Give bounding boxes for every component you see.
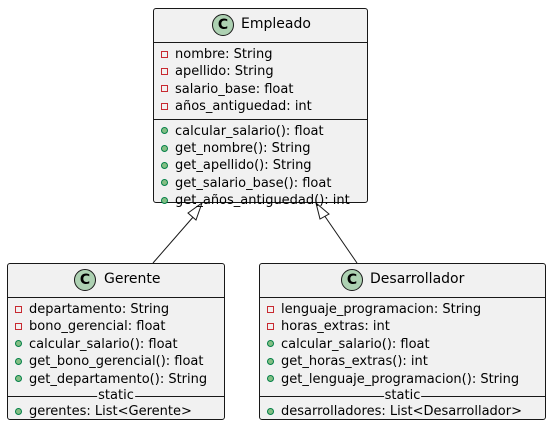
member-row: desarrolladores: List<Desarrollador> <box>266 403 545 420</box>
class-name: Desarrollador <box>370 271 465 287</box>
public-visibility-icon <box>266 407 279 417</box>
member-text: bono_gerencial: float <box>29 319 166 335</box>
member-row: get_nombre(): String <box>160 140 367 157</box>
private-visibility-icon <box>266 322 279 332</box>
static-members-section: desarrolladores: List<Desarrollador> <box>260 403 545 423</box>
member-row: salario_base: float <box>160 81 367 98</box>
member-text: nombre: String <box>175 47 273 62</box>
member-row: apellido: String <box>160 63 367 80</box>
class-c-icon: C <box>74 269 96 291</box>
private-visibility-icon <box>160 67 173 77</box>
member-text: años_antiguedad: int <box>175 99 312 115</box>
member-row: get_bono_gerencial(): float <box>14 353 224 370</box>
class-name: Empleado <box>241 16 311 32</box>
class-header: C Desarrollador <box>260 264 545 297</box>
public-visibility-icon <box>14 374 27 384</box>
private-visibility-icon <box>160 50 173 60</box>
public-visibility-icon <box>14 407 27 417</box>
member-row: calcular_salario(): float <box>160 123 367 140</box>
members-section: lenguaje_programacion: String horas_extra… <box>260 297 545 388</box>
member-text: lenguaje_programacion: String <box>281 302 482 317</box>
class-header: C Gerente <box>8 264 224 297</box>
member-text: calcular_salario(): float <box>281 336 430 352</box>
member-row: nombre: String <box>160 46 367 63</box>
member-row: gerentes: List<Gerente> <box>14 403 224 420</box>
public-visibility-icon <box>266 374 279 384</box>
member-text: desarrolladores: List<Desarrollador> <box>281 403 522 419</box>
member-text: gerentes: List<Gerente> <box>29 403 192 419</box>
static-separator: static <box>8 387 224 403</box>
static-members-section: gerentes: List<Gerente> <box>8 403 224 423</box>
members-section: departamento: String bono_gerencial: floa… <box>8 297 224 388</box>
member-text: get_nombre(): String <box>175 140 311 156</box>
class-header: C Empleado <box>154 9 367 42</box>
member-text: horas_extras: int <box>281 319 390 335</box>
member-text: apellido: String <box>175 64 274 80</box>
member-text: get_horas_extras(): int <box>281 354 428 370</box>
class-name: Gerente <box>104 271 161 287</box>
edge-gerente-empleado <box>152 215 195 264</box>
member-text: get_bono_gerencial(): float <box>29 354 204 370</box>
public-visibility-icon <box>160 196 173 206</box>
member-text: salario_base: float <box>175 81 294 97</box>
member-row: horas_extras: int <box>266 318 545 335</box>
class-c-icon: C <box>341 269 363 291</box>
member-text: calcular_salario(): float <box>175 123 324 139</box>
static-separator: static <box>260 387 545 403</box>
edge-desarrollador-arrowhead <box>315 201 330 220</box>
member-row: lenguaje_programacion: String <box>266 301 545 318</box>
member-row: calcular_salario(): float <box>14 336 224 353</box>
member-text: calcular_salario(): float <box>29 336 178 352</box>
member-row: get_departamento(): String <box>14 371 224 388</box>
private-visibility-icon <box>14 322 27 332</box>
class-desarrollador: C Desarrollador lenguaje_programacion: S… <box>259 263 546 420</box>
private-visibility-icon <box>266 305 279 315</box>
private-visibility-icon <box>14 305 27 315</box>
private-visibility-icon <box>160 102 173 112</box>
member-text: get_departamento(): String <box>29 371 208 387</box>
member-text: get_salario_base(): float <box>175 175 332 191</box>
public-visibility-icon <box>14 357 27 367</box>
member-text: get_apellido(): String <box>175 158 312 174</box>
member-text: get_años_antiguedad(): int <box>175 193 350 209</box>
class-c-icon: C <box>212 14 234 36</box>
class-gerente: C Gerente departamento: String bono_geren… <box>7 263 225 420</box>
public-visibility-icon <box>266 339 279 349</box>
public-visibility-icon <box>160 161 173 171</box>
static-label: static <box>97 387 135 403</box>
member-text: departamento: String <box>29 302 170 317</box>
member-row: get_apellido(): String <box>160 157 367 174</box>
public-visibility-icon <box>160 144 173 154</box>
member-row: calcular_salario(): float <box>266 336 545 353</box>
static-label: static <box>383 387 422 403</box>
public-visibility-icon <box>160 178 173 188</box>
member-text: get_lenguaje_programacion(): String <box>281 371 520 387</box>
class-empleado: C Empleado nombre: String apellido: Strin… <box>153 8 368 208</box>
public-visibility-icon <box>160 126 173 136</box>
public-visibility-icon <box>266 357 279 367</box>
member-row: get_lenguaje_programacion(): String <box>266 371 545 388</box>
edge-gerente-arrowhead <box>187 201 203 221</box>
public-visibility-icon <box>14 339 27 349</box>
member-row: años_antiguedad: int <box>160 98 367 115</box>
member-row: get_años_antiguedad(): int <box>160 192 367 209</box>
member-row: get_horas_extras(): int <box>266 353 545 370</box>
member-row: bono_gerencial: float <box>14 318 224 335</box>
member-row: departamento: String <box>14 301 224 318</box>
private-visibility-icon <box>160 84 173 94</box>
edge-desarrollador-empleado <box>323 214 358 264</box>
member-row: get_salario_base(): float <box>160 175 367 192</box>
